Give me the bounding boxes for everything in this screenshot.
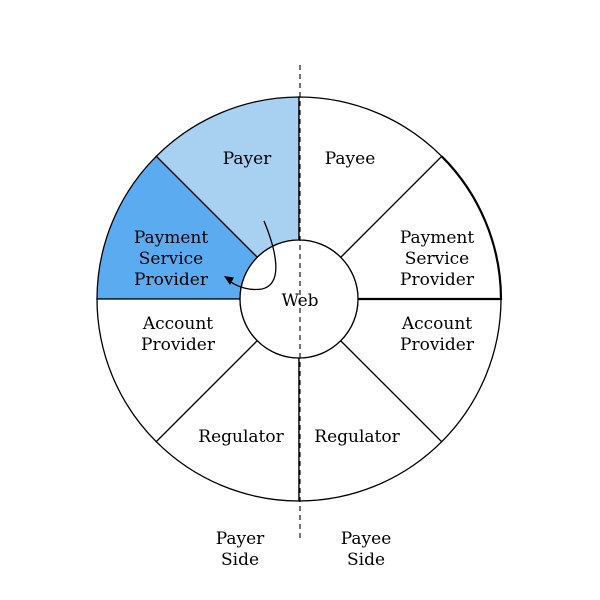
- center-circle[interactable]: [239, 239, 359, 359]
- label-line: Provider: [400, 270, 475, 290]
- label-line: Account: [142, 314, 213, 334]
- label-line: Provider: [400, 335, 475, 355]
- label-line: Service: [139, 249, 203, 269]
- arrow-head-icon: [224, 276, 234, 285]
- label-line: Payer: [216, 529, 265, 549]
- label-payer: Payer: [223, 149, 272, 169]
- label-payee: Payee: [325, 149, 376, 169]
- label-line: Account: [401, 314, 472, 334]
- label-payee-regulator: Regulator: [314, 427, 400, 447]
- label-line: Service: [405, 249, 469, 269]
- label-payer-regulator: Regulator: [198, 427, 284, 447]
- label-line: Payee: [325, 149, 376, 169]
- segment-boundary-emphasis: [358, 155, 503, 301]
- label-line: Side: [347, 550, 385, 570]
- center-label: Web: [281, 291, 318, 311]
- label-line: Provider: [134, 270, 209, 290]
- label-line: Payment: [400, 228, 475, 248]
- label-line: Side: [221, 550, 259, 570]
- label-line: Payee: [341, 529, 392, 549]
- label-line: Provider: [141, 335, 216, 355]
- label-line: Regulator: [314, 427, 400, 447]
- label-line: Regulator: [198, 427, 284, 447]
- label-line: Payment: [134, 228, 209, 248]
- curved-arrow: [230, 220, 277, 291]
- label-line: Payer: [223, 149, 272, 169]
